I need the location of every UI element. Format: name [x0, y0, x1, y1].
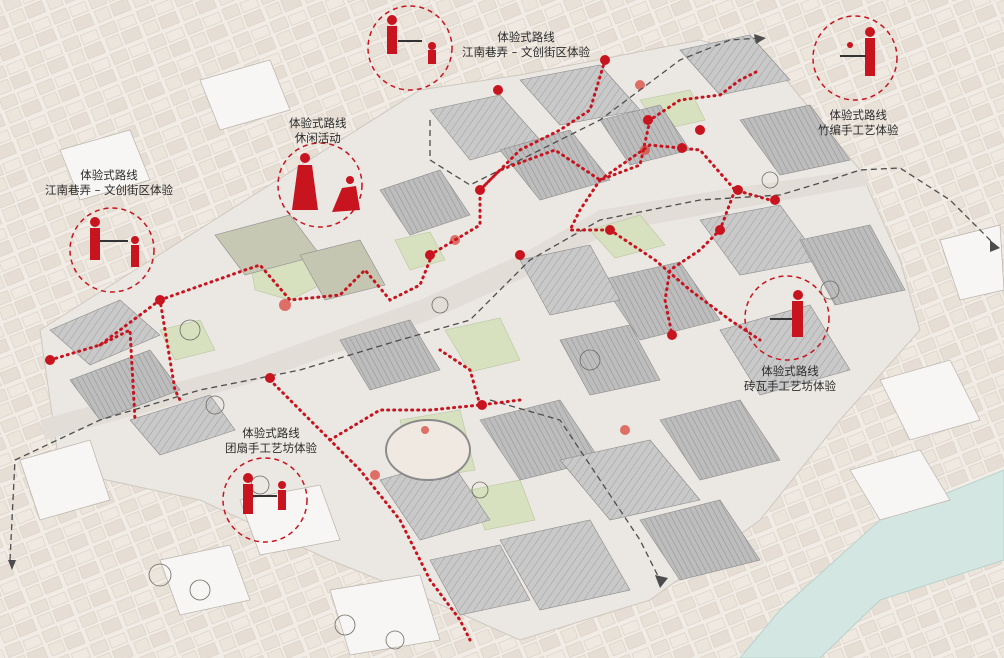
white-buildings — [19, 59, 1004, 656]
river — [739, 469, 1004, 658]
experience-routes — [48, 58, 772, 642]
route-node — [265, 373, 275, 383]
route-label-leisure: 体验式路线休闲活动 — [289, 116, 347, 145]
route-label-fan: 体验式路线团扇手工艺坊体验 — [225, 426, 317, 455]
callout-circle — [222, 457, 308, 543]
route-node — [605, 225, 615, 235]
callout-circle — [69, 207, 155, 293]
standing-person-icon — [770, 290, 803, 337]
table-person-icon — [840, 27, 875, 76]
route-node — [493, 85, 503, 95]
trees — [148, 171, 840, 650]
callout-circle — [812, 15, 898, 101]
route-node — [477, 400, 487, 410]
building-roofs — [49, 34, 906, 616]
main-street — [40, 170, 870, 440]
route-node — [695, 125, 705, 135]
callout-circle — [277, 142, 363, 228]
callout-circle — [367, 5, 453, 91]
path-arrows — [8, 34, 1000, 588]
route-label-jiangnan-left: 体验式路线江南巷弄 – 文创街区体验 — [45, 168, 174, 197]
round-plaza — [385, 419, 471, 481]
route-node — [425, 250, 435, 260]
route-label-brick: 体验式路线砖瓦手工艺坊体验 — [744, 364, 836, 393]
route-node — [715, 225, 725, 235]
route-node — [770, 195, 780, 205]
route-node — [667, 330, 677, 340]
callout-circle — [744, 275, 830, 361]
route-node — [475, 185, 485, 195]
relaxing-people-icon — [292, 153, 360, 212]
route-node — [733, 185, 743, 195]
route-node — [515, 250, 525, 260]
route-node — [45, 355, 55, 365]
route-node — [600, 55, 610, 65]
route-label-bamboo: 体验式路线竹编手工艺体验 — [818, 108, 899, 137]
table-person-icon — [243, 473, 286, 514]
main-circulation-path — [9, 167, 996, 561]
route-node — [155, 295, 165, 305]
route-node — [643, 115, 653, 125]
south-circulation-path — [489, 399, 661, 581]
table-person-icon — [387, 15, 436, 64]
route-label-jiangnan-top: 体验式路线江南巷弄 – 文创街区体验 — [462, 30, 591, 59]
route-node — [677, 143, 687, 153]
route-nodes — [45, 55, 780, 410]
table-person-icon — [90, 217, 139, 267]
activity-callouts — [69, 5, 898, 543]
